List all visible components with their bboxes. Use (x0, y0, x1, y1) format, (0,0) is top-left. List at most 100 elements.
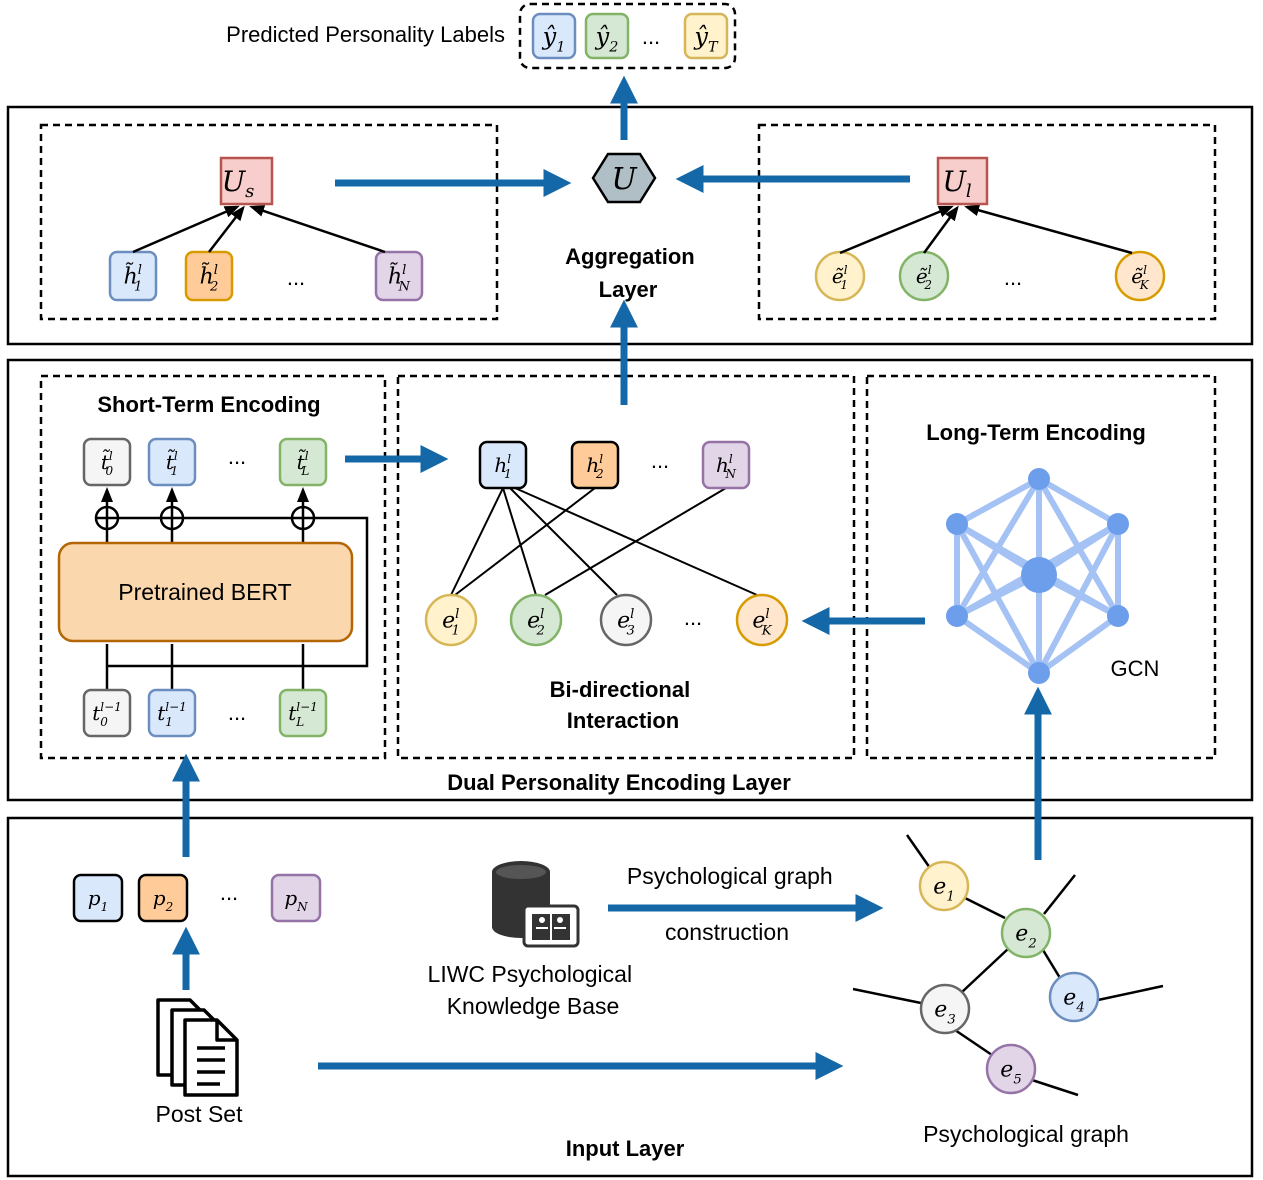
output-ellipsis: ... (642, 24, 660, 49)
input-layer-title: Input Layer (566, 1136, 685, 1161)
aggregation-right-ellipsis: ... (1004, 265, 1022, 290)
gcn-node (1028, 662, 1050, 684)
post-ellipsis: ... (220, 880, 238, 905)
post-token-label: p1 (88, 886, 108, 914)
short-term-title: Short-Term Encoding (97, 392, 320, 417)
predicted-labels-caption: Predicted Personality Labels (226, 22, 505, 47)
output-items: ŷ1 ŷ2 ŷT (531, 12, 729, 60)
post-set-label: Post Set (156, 1101, 244, 1127)
post-token: p1 (72, 873, 124, 923)
output-group-frame (518, 2, 737, 70)
short-term-encoding-frame (39, 374, 387, 760)
Us-label: Us (222, 165, 255, 202)
graph-construction-label: Psychological graph construction (627, 863, 839, 945)
aggregation-left-ellipsis: ... (287, 265, 305, 290)
output-label-box-label: ŷ2 (595, 22, 619, 55)
long-term-title: Long-Term Encoding (926, 420, 1146, 445)
bipartite-edges (450, 487, 758, 596)
dual-layer-title: Dual Personality Encoding Layer (447, 770, 791, 795)
short-term-aggregation-frame (39, 123, 499, 321)
input-layer-frame (6, 816, 1254, 1178)
pretrained-bert-label: Pretrained BERT (118, 579, 291, 605)
graph-node-label: e5 (1000, 1058, 1021, 1088)
output-label-box: ŷ1 (531, 12, 577, 60)
post-token-label: pN (284, 886, 308, 914)
Ul-label: Ul (942, 165, 972, 202)
top-token-ellipsis: ... (228, 444, 246, 469)
psych-graph-edges (852, 834, 1164, 1097)
graph-node-label: e4 (1063, 986, 1084, 1016)
graph-node: e1 (918, 860, 970, 912)
Us-box (219, 156, 274, 206)
residual-add-nodes (94, 505, 316, 531)
post-token: p2 (137, 873, 189, 923)
pretrained-bert-box (57, 541, 354, 643)
gcn-node (1028, 468, 1050, 490)
bottom-token-ellipsis: ... (228, 700, 246, 725)
long-term-aggregation-frame (757, 123, 1217, 321)
knowledge-base-label: LIWC Psychological Knowledge Base (428, 961, 639, 1019)
gcn-node (1107, 513, 1129, 535)
gcn-node (946, 513, 968, 535)
graph-node: e4 (1048, 971, 1100, 1023)
gcn-label: GCN (1111, 656, 1160, 681)
post-token: pN (270, 873, 322, 923)
aggregation-title: Aggregation Layer (565, 244, 701, 302)
gcn-node (1107, 605, 1129, 627)
post-token-label: p2 (153, 886, 173, 914)
output-label-box: ŷT (683, 12, 729, 60)
graph-node: e5 (985, 1043, 1037, 1095)
output-label-box-label: ŷT (693, 22, 719, 55)
knowledge-base-icon (492, 861, 580, 948)
Ul-box (936, 156, 989, 206)
flow-arrows (172, 75, 1052, 1080)
graph-node-label: e2 (1015, 922, 1036, 952)
psych-graph-nodes: e1 e2 e3 e4 e5 (918, 860, 1100, 1095)
gcn-graph (946, 468, 1129, 684)
graph-node: e2 (1000, 907, 1052, 959)
output-label-box: ŷ2 (584, 12, 630, 60)
U-hexagon (591, 152, 657, 204)
dual-encoding-layer-frame (6, 358, 1254, 802)
graph-node: e3 (919, 983, 971, 1035)
document-stack-icon (156, 998, 239, 1097)
aggregation-edges (132, 204, 1133, 255)
bi-directional-title: Bi-directional Interaction (550, 677, 697, 733)
